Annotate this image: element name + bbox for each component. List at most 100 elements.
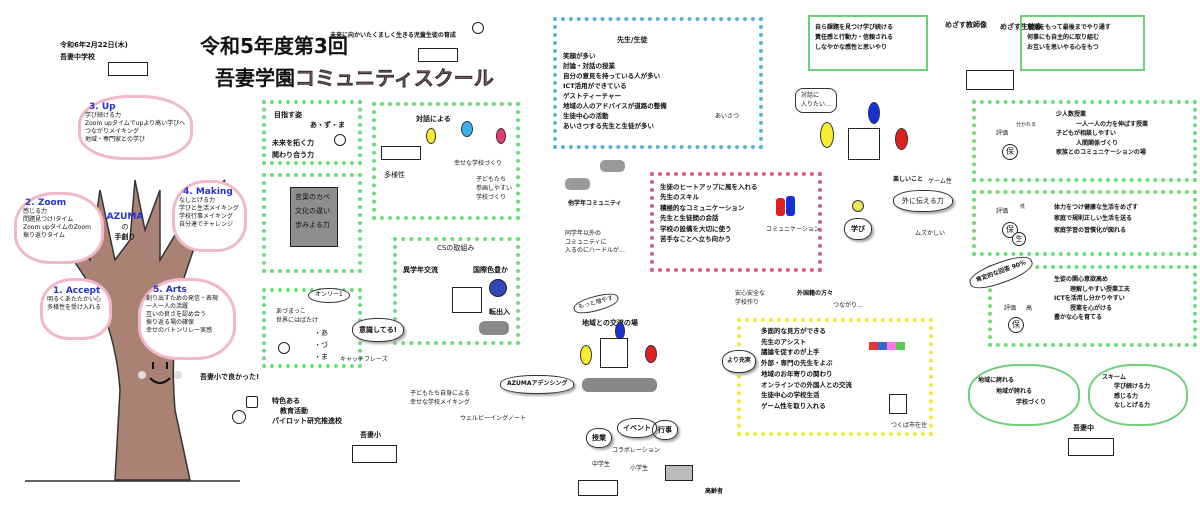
goals-box-2: 意欲をもって最後までやり通す何事にも自主的に取り組むお互いを思いやる心をもつ bbox=[1020, 15, 1145, 71]
text-line: 幸せな学校メイキング bbox=[410, 398, 470, 406]
tree-center-label: AZUMA の 手創り bbox=[105, 212, 145, 242]
box-text: 笑顔が多い bbox=[563, 52, 596, 60]
es-student-label: 小学生 bbox=[630, 465, 649, 472]
school-label: 吾妻中学校 bbox=[60, 53, 95, 61]
box-text: あづまっこ bbox=[276, 308, 306, 315]
safe-school-text: 安心安全な学校作り bbox=[735, 290, 765, 307]
text-line: 入りたい… bbox=[801, 100, 832, 108]
tag-class: 授業 bbox=[586, 428, 612, 449]
eval-label: 評価 bbox=[996, 208, 1009, 215]
speech-bubble-icon bbox=[820, 122, 834, 148]
hurdle-text: 同学年以外のコミュニティに入るのにハードルが… bbox=[565, 230, 625, 256]
box-text: 生徒のヒートアップに風を入れる bbox=[660, 183, 758, 191]
text-line: 同学年以外の bbox=[565, 230, 602, 237]
game-label: ゲーム性 bbox=[928, 178, 952, 185]
scheme-cloud: スキーム学び続ける力感じる力なしとげる力 bbox=[1088, 364, 1188, 426]
box-text: 転出入 bbox=[489, 308, 510, 316]
parent-icon: 保 bbox=[1002, 144, 1018, 160]
text-line: 安心安全な bbox=[735, 290, 766, 297]
box-text: 子どもが相談しやすい bbox=[1056, 130, 1116, 138]
student-icon: 生 bbox=[1012, 232, 1026, 246]
want-to-join-bubble: 対話に入りたい… bbox=[795, 88, 838, 114]
box-text: オンラインでの外国人との交流 bbox=[761, 380, 852, 389]
box-text: ゲーム性を取り入れる bbox=[761, 402, 826, 411]
tree-center-sub: の bbox=[121, 223, 129, 231]
text-line: コミュニティに bbox=[565, 238, 607, 246]
petal-text: 幸せのバトンリレー実感 bbox=[146, 327, 213, 335]
tree-center-title: AZUMA bbox=[106, 212, 144, 222]
box-text: 多面的な見方ができる bbox=[761, 327, 826, 335]
box-text: 人間関係づくり bbox=[1076, 139, 1119, 147]
increase-bubble: もっと増やす bbox=[571, 290, 621, 317]
evaluation-box-2: 評価 低 保 生 体力をつけ健康な生活をめざす家庭で規則正しい生活を送る家庭学習… bbox=[972, 190, 1197, 256]
box-text: 意欲をもって最後までやり通す bbox=[1027, 24, 1111, 31]
petal-text: 地域・専門家との学び bbox=[85, 136, 145, 144]
desk-icon bbox=[381, 146, 421, 160]
box-text: 議論を促すのが上手 bbox=[761, 348, 820, 357]
petal-text: 学びと生活メイキング bbox=[179, 205, 239, 213]
tag-event: イベント bbox=[617, 418, 657, 439]
cloud-text: なしとげる力 bbox=[1114, 401, 1151, 409]
lightbulb-icon bbox=[852, 200, 864, 212]
person-icon bbox=[472, 22, 484, 34]
box-title: CSの取組み bbox=[437, 244, 475, 252]
cloud-text: 感じる力 bbox=[1114, 392, 1139, 400]
tree-center-sub2: 手創り bbox=[114, 233, 136, 242]
aware-cloud: 意識してる! bbox=[352, 318, 404, 343]
acrostic: ・あ bbox=[314, 329, 328, 337]
crowd-icon bbox=[565, 178, 590, 190]
cloud-text: 学び続ける力 bbox=[1114, 383, 1151, 391]
page-title-line2: 吾妻学園コミュニティスクール bbox=[215, 62, 494, 91]
petal-text: 問題見つけ!タイム bbox=[23, 216, 74, 224]
title-part: 吾妻学園 bbox=[215, 66, 295, 90]
speech-bubble-icon bbox=[461, 121, 473, 137]
eval-label: 評価 bbox=[1004, 305, 1017, 312]
box-text: 豊かな心を育てる bbox=[1054, 314, 1103, 322]
box-text: 外部・専門の先生をよぶ bbox=[761, 359, 833, 368]
box-text: あいさつする先生と生徒が多い bbox=[563, 122, 654, 131]
goals-box: 自ら課題を見つけ学び続ける責任感と行動力・信頼されるしなやかな感性と思いやり bbox=[808, 15, 928, 71]
petal-text: 学校行事メイキング bbox=[179, 213, 233, 221]
cloud-text: 地域に誇れる bbox=[978, 377, 1015, 384]
speech-bubble-icon bbox=[895, 128, 908, 150]
box-text: 地域の人のアドバイスが道路の整備 bbox=[563, 102, 667, 111]
only-one-bubble: オンリー1 bbox=[308, 288, 350, 303]
box-text: 子どもたち bbox=[476, 176, 507, 183]
box-title: 目指す姿 bbox=[274, 111, 302, 119]
text-line: 対話に bbox=[801, 92, 820, 99]
box-text: 少人数授業 bbox=[1056, 111, 1087, 118]
petal-label: 4. Making bbox=[183, 187, 233, 197]
box-text: 世界にはばたけ bbox=[276, 317, 319, 324]
box-text: 積極的なコミュニケーション bbox=[660, 203, 745, 212]
petal-text: 創り出すための発信・表現 bbox=[146, 295, 219, 302]
box-text: ICT活用ができている bbox=[563, 82, 627, 91]
title-highlight: コミュニティスクール bbox=[295, 66, 494, 91]
text-line: 学校作り bbox=[735, 298, 760, 306]
petal-making: 4. Making なしとげる力学びと生活メイキング学校行事メイキング自分達でチ… bbox=[172, 180, 247, 252]
connection-label: つながり… bbox=[833, 302, 864, 309]
box-text: しなやかな感性と思いやり bbox=[815, 44, 888, 52]
table-icon bbox=[600, 338, 628, 368]
wall-box: 言葉のカベ 文化の違い 歩みよる力 bbox=[262, 173, 362, 273]
person-icon bbox=[334, 134, 346, 146]
text-line: パイロット研究推進校 bbox=[272, 417, 342, 426]
page-title: 令和5年度第3回 bbox=[200, 34, 348, 58]
wellbeing-note: ウェルビーイングノート bbox=[460, 415, 526, 422]
evaluation-box-1: 評価 分かれる 保 少人数授業一人一人の力を伸ばす授業子どもが相談しやすい人間関… bbox=[972, 100, 1197, 182]
acrostic: ・づ bbox=[314, 341, 328, 349]
box-text: 生徒中心の活動 bbox=[563, 112, 609, 121]
petal-text: 振り返りタイム bbox=[23, 232, 65, 240]
azuma-bubble: AZUMAアデンシング bbox=[500, 375, 575, 394]
person-icon bbox=[232, 410, 246, 424]
pilot-text: 特色ある教育活動パイロット研究推進校 bbox=[272, 396, 342, 426]
jhs-student-label: 中学生 bbox=[592, 461, 611, 468]
desk-icon bbox=[1068, 438, 1114, 456]
speech-bubble-icon bbox=[786, 196, 795, 216]
wall-icon: 言葉のカベ 文化の違い 歩みよる力 bbox=[290, 187, 338, 247]
desk-icon bbox=[578, 480, 618, 496]
subtitle: 未来に向かいたくましく生きる児童生徒の育成 bbox=[330, 32, 456, 39]
box-text: 関わり合う力 bbox=[272, 151, 314, 159]
